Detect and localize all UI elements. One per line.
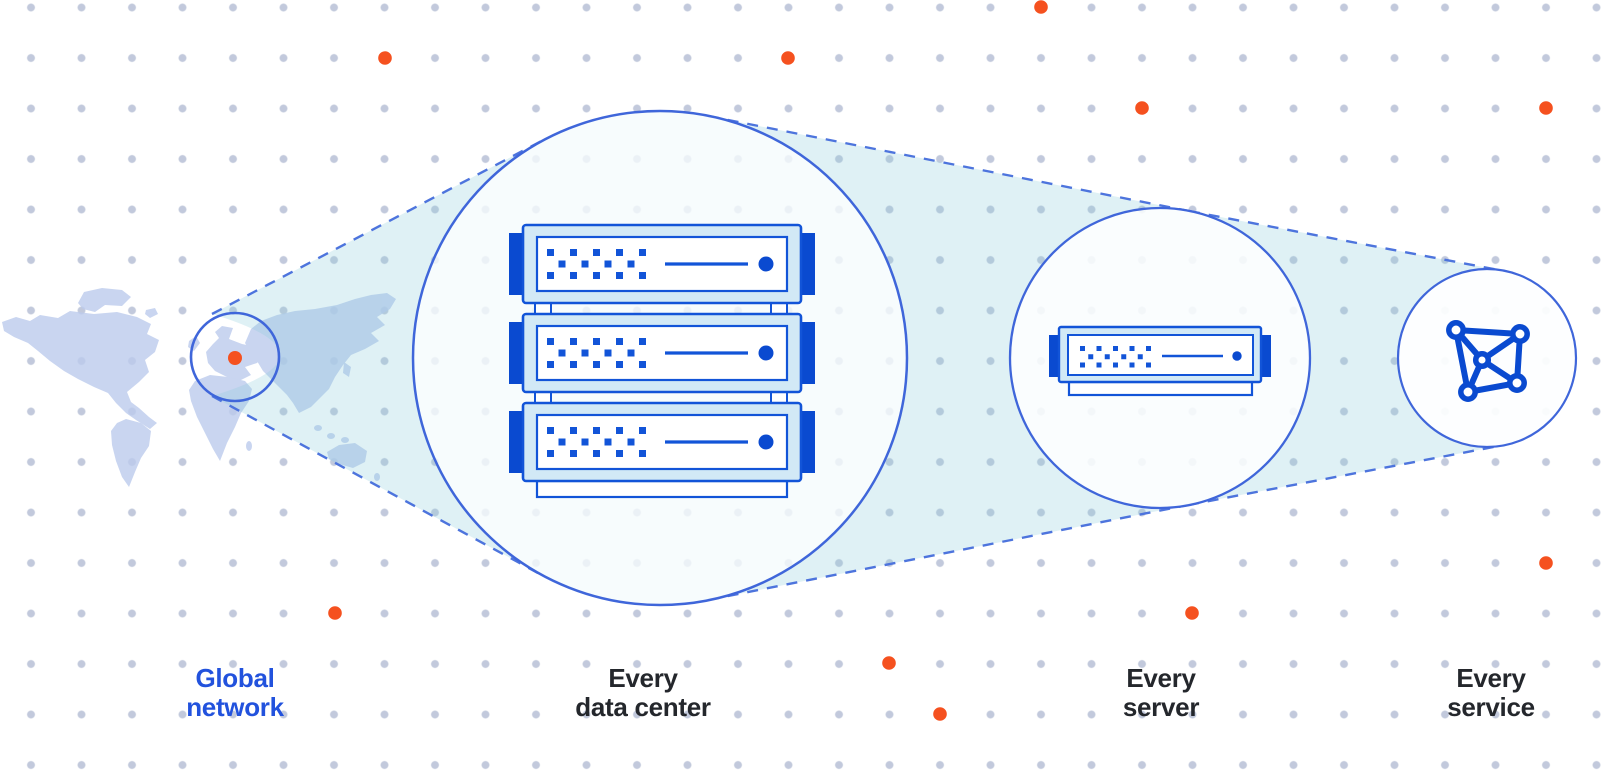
- map-iceland: [145, 308, 158, 318]
- map-asia: [245, 293, 396, 413]
- accent-dot: [781, 51, 795, 65]
- accent-dots: [228, 0, 1553, 721]
- map-island: [327, 433, 335, 439]
- mesh-node-center: [1472, 350, 1492, 370]
- guide-line-upper: [1188, 209, 1505, 273]
- location-marker-dot: [228, 351, 242, 365]
- guide-line-upper: [707, 114, 1190, 213]
- map-island: [314, 425, 322, 431]
- accent-dot: [1539, 101, 1553, 115]
- map-madagascar: [246, 441, 252, 451]
- server-faceplate: [535, 235, 789, 293]
- accent-dot: [1185, 606, 1199, 620]
- accent-dot: [378, 51, 392, 65]
- rack-unit: [509, 312, 815, 394]
- zoom-guide-lines: [211, 114, 1505, 602]
- map-japan: [343, 362, 351, 377]
- mesh-node: [1458, 382, 1478, 402]
- network-mesh-icon: [1446, 320, 1530, 402]
- map-north-america: [2, 311, 159, 429]
- mesh-node: [1507, 373, 1527, 393]
- accent-dot: [882, 656, 896, 670]
- rack-ear-right: [799, 233, 815, 295]
- server-faceplate: [535, 324, 789, 382]
- server-base: [1067, 380, 1254, 397]
- server-power-dot: [1232, 351, 1242, 361]
- rack-ear-left: [509, 411, 525, 473]
- rack-unit: [509, 401, 815, 483]
- server-vent-dots: [547, 427, 646, 457]
- map-focus-circle: [189, 311, 281, 403]
- rack-ear-right: [799, 322, 815, 384]
- guide-line-lower: [211, 394, 545, 578]
- map-africa: [189, 375, 252, 461]
- accent-dot: [328, 606, 342, 620]
- server-vent-dots: [1080, 346, 1151, 368]
- map-island: [341, 437, 349, 443]
- server-faceplate: [1067, 334, 1254, 376]
- server-rack-illustration: [509, 223, 815, 499]
- accent-dot: [933, 707, 947, 721]
- server-vent-dots: [547, 338, 646, 368]
- rack-ear-right: [799, 411, 815, 473]
- server-faceplate: [535, 413, 789, 471]
- server-power-dot: [758, 345, 774, 361]
- guide-line-upper: [211, 138, 545, 316]
- rack-unit: [509, 223, 815, 305]
- guide-line-lower: [707, 503, 1189, 602]
- mesh-node: [1510, 324, 1530, 344]
- map-south-america: [111, 419, 151, 487]
- rack-base: [535, 479, 789, 499]
- mesh-node: [1446, 320, 1466, 340]
- accent-dot: [1539, 556, 1553, 570]
- rack-ear-left: [509, 322, 525, 384]
- server-power-dot: [758, 434, 774, 450]
- rack-ear-left: [509, 233, 525, 295]
- accent-dot: [1135, 101, 1149, 115]
- map-greenland: [78, 288, 131, 312]
- accent-dot: [1034, 0, 1048, 14]
- guide-line-lower: [1187, 443, 1505, 507]
- server-power-dot: [758, 256, 774, 272]
- map-australia: [327, 443, 367, 468]
- single-server-illustration: [1049, 325, 1271, 397]
- map-new-zealand: [374, 473, 380, 481]
- server-vent-dots: [547, 249, 646, 279]
